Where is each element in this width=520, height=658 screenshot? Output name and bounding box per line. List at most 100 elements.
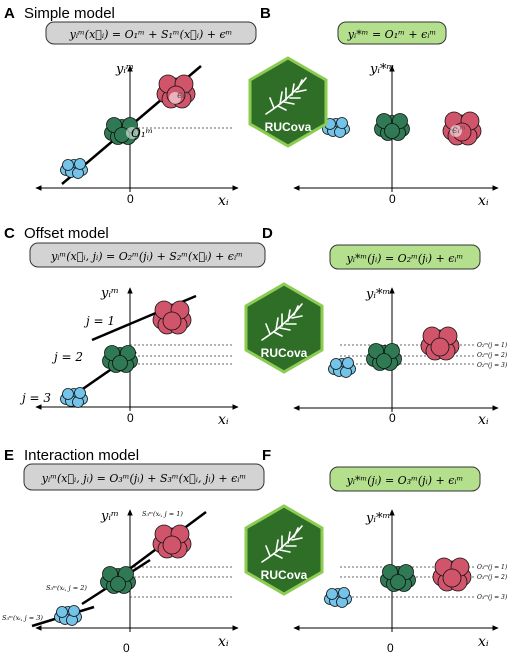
y-axis-label: yᵢᵐ [115, 62, 134, 77]
x-axis-label: xᵢ [478, 193, 489, 209]
data-point [336, 117, 348, 129]
panel-letter: F [262, 447, 271, 464]
formula-box [329, 466, 481, 492]
panel-letter: E [4, 447, 14, 464]
rucova-logo: RUCova [244, 504, 324, 596]
panel-d: D yᵢ*ᵐ(jᵢ) = O₂ᵐ(jᵢ) + ϵᵢᵐ yᵢ*ᵐ xᵢ 0 O₂ᵐ… [262, 225, 508, 428]
rucova-logo: RUCova [244, 282, 324, 374]
data-point [430, 337, 450, 357]
panel-letter: D [262, 225, 273, 242]
data-point [338, 587, 350, 599]
residual-marker [169, 92, 181, 104]
panel-letter: B [260, 5, 271, 22]
red-cluster [420, 326, 460, 361]
panel-title: Simple model [24, 5, 115, 22]
formula-box [329, 244, 481, 270]
panel-c: C Offset model yᵢᵐ(x⃗ᵢ, jᵢ) = O₂ᵐ(jᵢ) + … [4, 225, 266, 428]
y-axis-label: yᵢᵐ [100, 509, 119, 524]
data-point [74, 158, 86, 170]
data-point [56, 606, 68, 618]
green-cluster [100, 566, 136, 594]
data-point [62, 388, 74, 400]
slope-label-j3: S₃ᵐ(xᵢ, j = 3) [2, 614, 43, 622]
panel-letter: C [4, 225, 15, 242]
data-point [376, 353, 392, 369]
data-point [330, 358, 342, 370]
slope-label-j1: S₃ᵐ(xᵢ, j = 1) [142, 510, 183, 518]
formula-text: yᵢᵐ(x⃗ᵢ) = O₁ᵐ + S₁ᵐ(x⃗ᵢ) + ϵᵐ [69, 28, 233, 41]
formula-text: yᵢ*ᵐ(jᵢ) = O₃ᵐ(jᵢ) + ϵᵢᵐ [346, 474, 464, 487]
formula-box [337, 21, 447, 45]
offset-annotation: O₁ᵐ [131, 126, 153, 140]
data-point [162, 311, 182, 331]
offset-label-j2: O₂ᵐ(j = 2) [477, 352, 508, 359]
formula-box [45, 21, 257, 45]
epsilon-annotation: ϵᵢᵐ [452, 125, 466, 136]
green-cluster [366, 343, 402, 371]
x-axis-label: xᵢ [478, 634, 489, 650]
offset-label-j3: O₂ᵐ(j = 3) [477, 362, 508, 369]
data-point [62, 159, 74, 171]
panel-title: Offset model [24, 225, 109, 242]
zero-label: 0 [123, 641, 130, 655]
zero-label: 0 [389, 192, 396, 206]
leaf-icon [265, 77, 307, 115]
zero-label: 0 [389, 411, 396, 425]
y-axis-label: yᵢ*ᵐ [365, 511, 390, 526]
logo-text: RUCova [261, 568, 308, 582]
panel-title: Interaction model [24, 447, 139, 464]
panel-a: A Simple model yᵢᵐ(x⃗ᵢ) = O₁ᵐ + S₁ᵐ(x⃗ᵢ)… [4, 5, 257, 209]
offset-label-j1: O₂ᵐ(j = 1) [477, 342, 508, 349]
data-point [390, 574, 406, 590]
x-axis-label: xᵢ [218, 193, 229, 209]
red-cluster [152, 524, 192, 559]
data-point [442, 568, 462, 588]
blue-cluster [322, 117, 350, 138]
panel-b: B yᵢ*ᵐ = O₁ᵐ + ϵᵢᵐ yᵢ*ᵐ xᵢ 0 ϵᵢᵐ [260, 5, 499, 209]
panel-f: F yᵢ*ᵐ(jᵢ) = O₃ᵐ(jᵢ) + ϵᵢᵐ yᵢ*ᵐ xᵢ 0 O₃ᵐ… [262, 447, 508, 655]
green-cluster [380, 564, 416, 592]
leaf-icon [261, 525, 303, 563]
leaf-icon [261, 303, 303, 341]
blue-cluster [328, 357, 356, 378]
group-label-j2: j = 2 [51, 350, 83, 364]
green-cluster [102, 345, 138, 373]
zero-label: 0 [127, 411, 134, 425]
x-axis-label: xᵢ [218, 412, 229, 428]
blue-cluster [324, 587, 352, 608]
blue-cluster [54, 605, 82, 626]
group-label-j1: j = 1 [83, 314, 115, 328]
data-point [74, 387, 86, 399]
red-cluster [432, 557, 472, 592]
zero-label: 0 [387, 641, 394, 655]
formula-text: yᵢᵐ(x⃗ᵢ, jᵢ) = O₃ᵐ(jᵢ) + S₃ᵐ(x⃗ᵢ, jᵢ) + … [41, 472, 246, 485]
formula-box [29, 242, 266, 268]
y-axis-label: yᵢᵐ [100, 286, 119, 301]
offset-label-j2: O₃ᵐ(j = 2) [477, 574, 508, 581]
x-axis-label: xᵢ [478, 412, 489, 428]
formula-text: yᵢ*ᵐ(jᵢ) = O₂ᵐ(jᵢ) + ϵᵢᵐ [346, 252, 464, 265]
y-axis-label: yᵢ*ᵐ [369, 62, 394, 77]
formula-box [23, 463, 265, 491]
blue-cluster [60, 387, 88, 408]
y-axis-label: yᵢ*ᵐ [365, 287, 390, 302]
blue-cluster [60, 158, 88, 179]
panel-e: E Interaction model yᵢᵐ(x⃗ᵢ, jᵢ) = O₃ᵐ(j… [2, 447, 265, 655]
logo-text: RUCova [265, 120, 312, 134]
panel-letter: A [4, 5, 15, 22]
residual-marker [450, 125, 462, 137]
slope-label-j2: S₃ᵐ(xᵢ, j = 2) [46, 584, 87, 592]
offset-marker [126, 127, 138, 139]
formula-text: yᵢᵐ(x⃗ᵢ, jᵢ) = O₂ᵐ(jᵢ) + S₂ᵐ(x⃗ᵢ) + ϵᵢᵐ [50, 250, 243, 263]
x-axis-label: xᵢ [218, 634, 229, 650]
zero-label: 0 [127, 192, 134, 206]
offset-label-j1: O₃ᵐ(j = 1) [477, 564, 508, 571]
data-point [384, 123, 400, 139]
data-point [342, 357, 354, 369]
logo-text: RUCova [261, 346, 308, 360]
red-cluster [152, 300, 192, 335]
data-point [68, 605, 80, 617]
group-label-j3: j = 3 [19, 391, 51, 405]
data-point [162, 535, 182, 555]
